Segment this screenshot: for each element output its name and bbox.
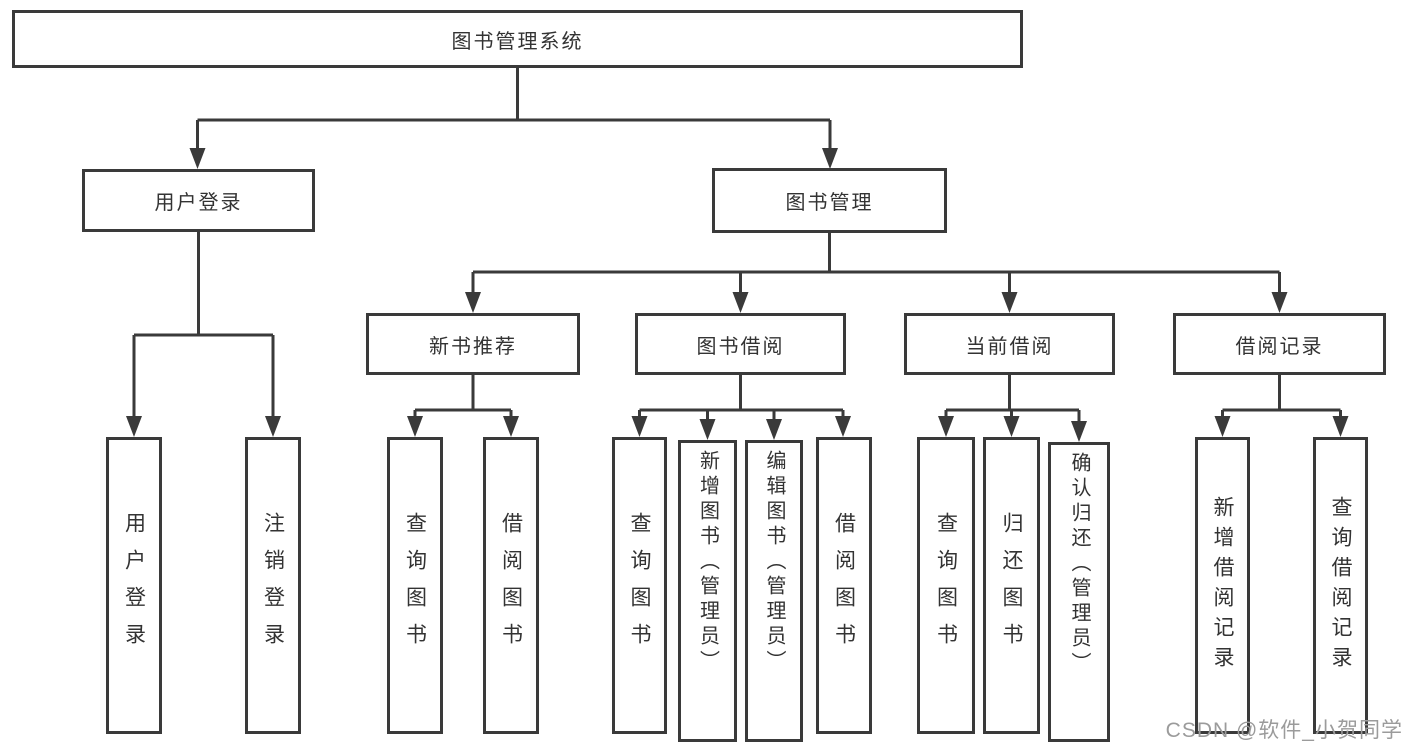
node-label: 用户登录 (154, 192, 243, 214)
leaf-query-books-1: 查询图书 (387, 437, 443, 734)
node-label: 图书管理系统 (451, 30, 584, 53)
leaf-query-borrow-record: 查询借阅记录 (1313, 437, 1368, 734)
connector-path (132, 68, 1342, 422)
csdn-watermark: CSDN @软件_小贺同学 (1165, 719, 1403, 742)
node-label: 查询图书 (403, 511, 427, 660)
leaf-borrow-books-1: 借阅图书 (483, 437, 539, 734)
leaf-add-book-admin: 新增图书（管理员） (678, 440, 737, 742)
node-label: 新书推荐 (429, 335, 517, 358)
node-label: 借阅记录 (1235, 335, 1324, 358)
node-label: 图书借阅 (696, 335, 785, 358)
leaf-add-borrow-record: 新增借阅记录 (1195, 437, 1250, 734)
node-current-borrowing: 当前借阅 (904, 313, 1115, 375)
node-label: 图书管理 (785, 192, 874, 214)
node-label: 查询图书 (934, 511, 958, 660)
leaf-return-book: 归还图书 (983, 437, 1040, 734)
node-label: 编辑图书（管理员） (763, 450, 785, 675)
leaf-query-books-2: 查询图书 (612, 437, 667, 734)
leaf-borrow-books-2: 借阅图书 (816, 437, 872, 734)
node-new-book-recommendation: 新书推荐 (366, 313, 580, 375)
node-label: 用户登录 (122, 511, 146, 660)
node-label: 确认归还（管理员） (1068, 452, 1090, 677)
node-label: 当前借阅 (965, 335, 1054, 358)
node-label: 注销登录 (261, 511, 285, 660)
node-borrowing-records: 借阅记录 (1173, 313, 1386, 375)
leaf-edit-book-admin: 编辑图书（管理员） (745, 440, 803, 742)
leaf-query-books-3: 查询图书 (917, 437, 975, 734)
node-label: 借阅图书 (499, 511, 523, 660)
node-label: 借阅图书 (832, 511, 856, 660)
node-label: 新增借阅记录 (1211, 495, 1234, 676)
node-book-borrowing: 图书借阅 (635, 313, 846, 375)
leaf-confirm-return-admin: 确认归还（管理员） (1048, 442, 1110, 742)
node-book-management: 图书管理 (712, 168, 947, 233)
node-label: 查询图书 (628, 511, 651, 660)
node-library-management-system: 图书管理系统 (12, 10, 1023, 68)
arrowheads (126, 148, 1349, 442)
node-label: 新增图书（管理员） (696, 450, 719, 675)
leaf-logout: 注销登录 (245, 437, 301, 734)
leaf-user-login: 用户登录 (106, 437, 162, 734)
node-label: 归还图书 (1000, 511, 1023, 660)
node-label: 查询借阅记录 (1329, 495, 1352, 676)
node-user-login: 用户登录 (82, 169, 315, 232)
